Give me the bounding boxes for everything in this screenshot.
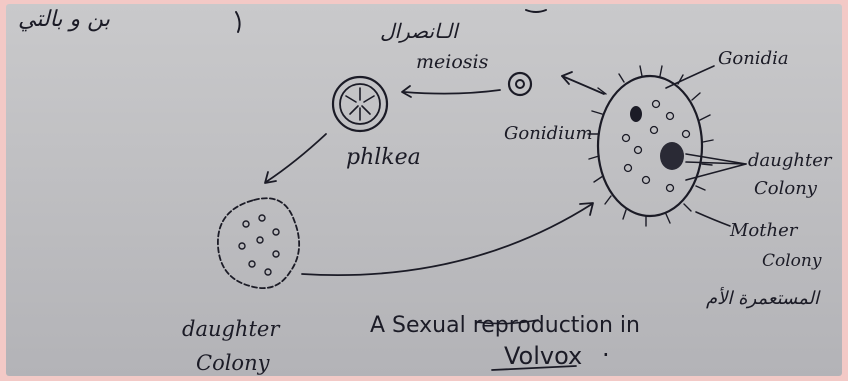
mother-label-2: Colony (762, 251, 822, 271)
caption-line-1: A Sexual reproduction in (370, 313, 640, 338)
lifecycle-diagram: ﺑﻦ ﻭ ﺑﺎﻟﺘﻲ الـاﻧﺼﺮاﻝ meiosis phlkea Goni… (6, 4, 842, 376)
arrow-mother-to-gonidium (562, 76, 604, 94)
diagram-page: ﺑﻦ ﻭ ﺑﺎﻟﺘﻲ الـاﻧﺼﺮاﻝ meiosis phlkea Goni… (6, 4, 842, 376)
mother-colony-drawing (588, 66, 713, 226)
daughter-bottom-label-1: daughter (182, 317, 281, 341)
arabic-top-center-text: الـاﻧﺼﺮاﻝ (380, 19, 460, 43)
daughter-right-label-2: Colony (754, 178, 818, 199)
arrow-daughter-to-mother (302, 204, 592, 275)
meiosis-label: meiosis (416, 51, 489, 73)
pointer-mother (696, 212, 730, 226)
arabic-top-left-text: ﺑﻦ ﻭ ﺑﺎﻟﺘﻲ (18, 7, 110, 32)
mother-label-1: Mother (729, 220, 799, 241)
scribble-mark-2 (526, 10, 546, 12)
gonidium-cell (509, 73, 531, 95)
arrow-gonidium-to-zygote (404, 90, 500, 94)
caption-dot: . (602, 334, 610, 362)
arabic-mother-label: المستعمرة الأم (706, 286, 821, 309)
pointer-gonidia (666, 66, 714, 88)
pointer-daughter-colony (686, 154, 746, 164)
daughter-colony-drawing (218, 198, 299, 288)
zygote-cell (333, 77, 387, 131)
arrow-zygote-to-daughter (266, 134, 326, 182)
gonidium-label: Gonidium (504, 123, 593, 144)
daughter-right-label-1: daughter (748, 150, 833, 171)
scribble-mark (236, 12, 240, 32)
pointer-daughter-colony-2 (686, 164, 746, 180)
phlkea-label: phlkea (346, 145, 421, 170)
gonidia-label: Gonidia (718, 48, 789, 69)
daughter-bottom-label-2: Colony (196, 351, 271, 375)
